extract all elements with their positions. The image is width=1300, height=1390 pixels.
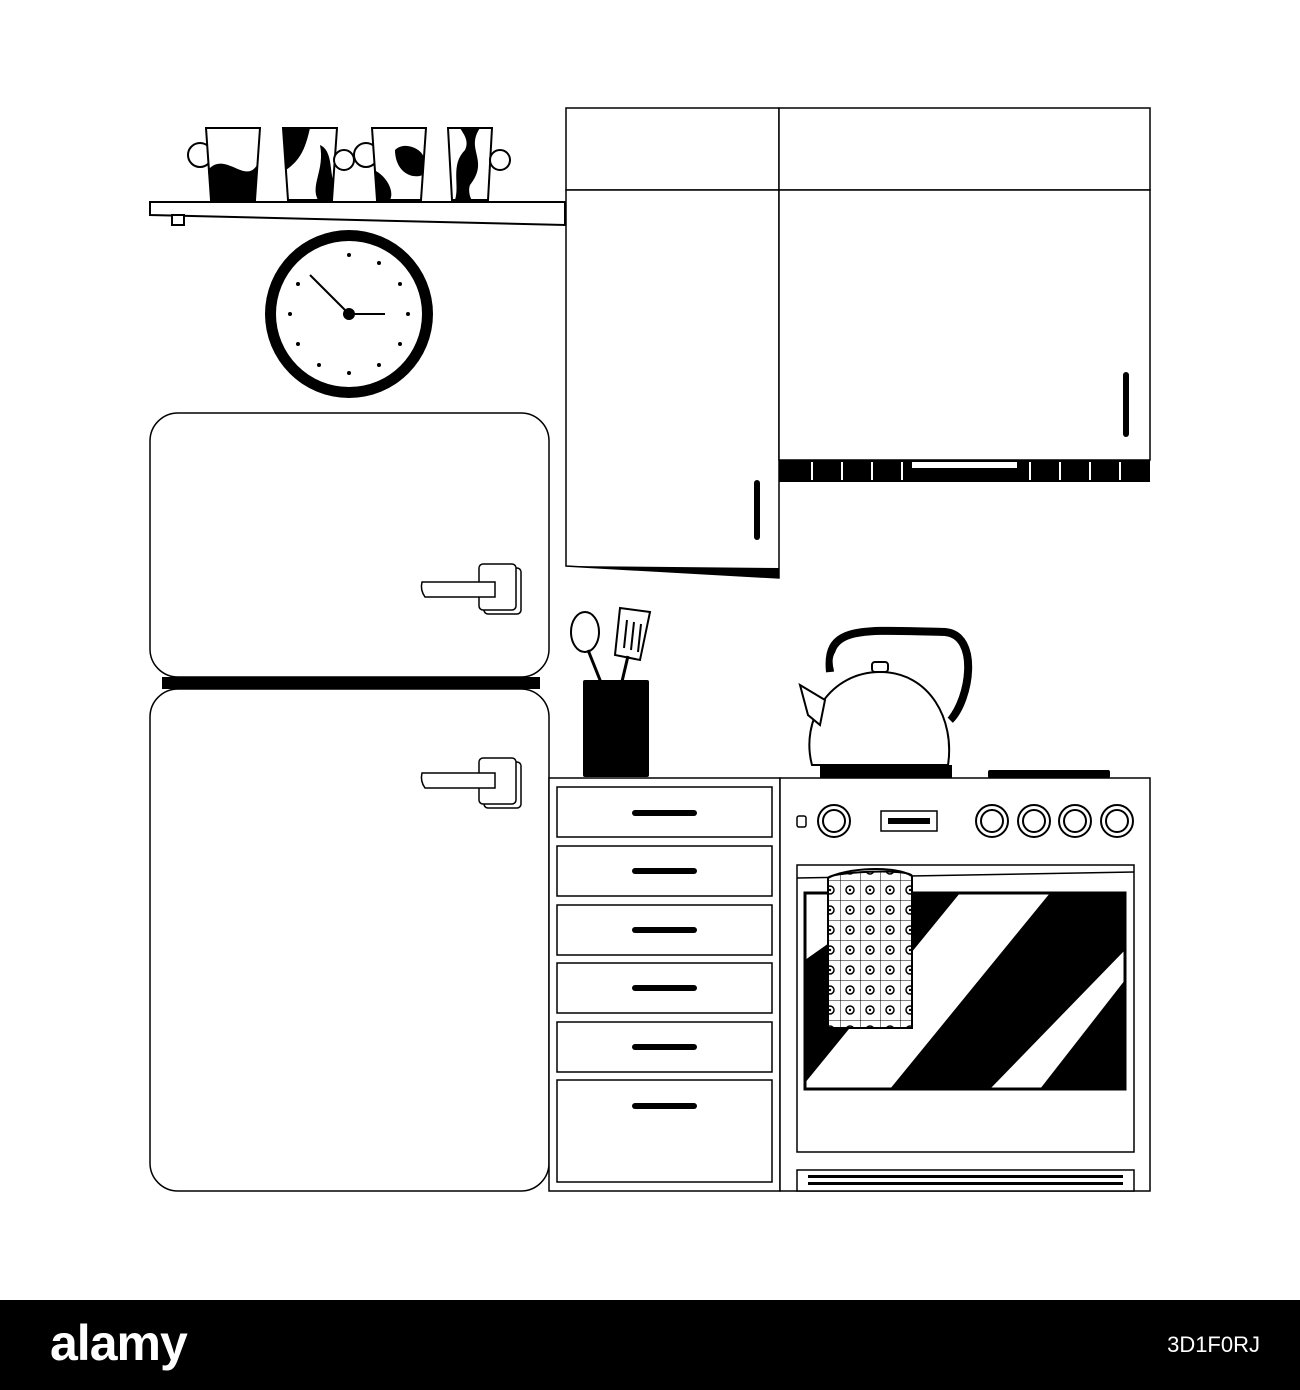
drawer-cabinet <box>548 777 781 1192</box>
mug <box>446 127 511 201</box>
shelf <box>149 201 566 227</box>
mug <box>353 127 428 201</box>
refrigerator <box>149 412 550 1192</box>
mug <box>187 127 262 201</box>
kettle <box>798 626 973 778</box>
wall-clock <box>265 230 433 398</box>
tea-towel <box>827 868 913 1029</box>
burner <box>988 770 1110 778</box>
upper-cabinet-right <box>778 107 1151 461</box>
footer-bar: alamy 3D1F0RJ <box>0 1300 1300 1390</box>
upper-cabinet-left <box>565 107 780 579</box>
fridge-handle <box>420 757 522 809</box>
image-id: 3D1F0RJ <box>1167 1332 1260 1357</box>
range-hood <box>779 460 1150 482</box>
fridge-handle <box>420 563 522 615</box>
utensil-holder <box>570 606 652 777</box>
alamy-logo[interactable]: alamy <box>50 1315 188 1371</box>
kitchen-illustration <box>149 107 1151 1192</box>
mug <box>281 127 355 201</box>
